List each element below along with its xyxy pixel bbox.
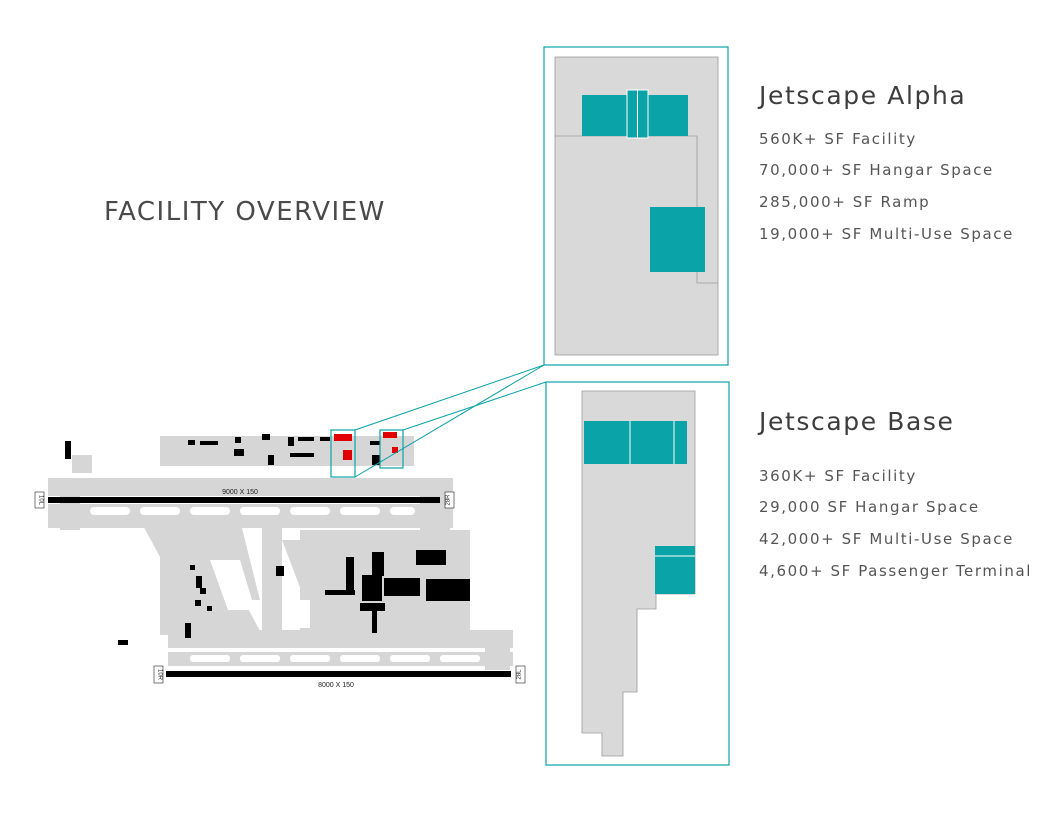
runway-end-sign-10r bbox=[153, 665, 164, 684]
south-runway bbox=[166, 671, 511, 677]
base-terminal bbox=[655, 546, 695, 594]
airfield-infield bbox=[90, 507, 480, 662]
alpha-connector-line-2 bbox=[354, 364, 545, 478]
base-stat-facility: 360K+ SF Facility bbox=[759, 467, 917, 485]
alpha-stat-multi-use: 19,000+ SF Multi-Use Space bbox=[759, 225, 1014, 243]
alpha-stat-hangar: 70,000+ SF Hangar Space bbox=[759, 161, 994, 179]
runway-end-10l: 10L bbox=[38, 495, 44, 506]
runway-end-sign-28l bbox=[515, 665, 526, 684]
base-hangar-1 bbox=[584, 421, 687, 464]
base-stat-terminal: 4,600+ SF Passenger Terminal bbox=[759, 562, 1033, 580]
north-runway bbox=[48, 497, 440, 503]
base-site-plan bbox=[545, 381, 730, 766]
alpha-stat-ramp: 285,000+ SF Ramp bbox=[759, 193, 931, 211]
airfield-buildings bbox=[65, 434, 470, 645]
base-heading: Jetscape Base bbox=[759, 407, 955, 436]
north-runway-label: 9000 X 150 bbox=[222, 489, 258, 496]
base-connector-line bbox=[402, 381, 547, 431]
airport-map: 9000 X 150 10L 28R 8000 X 150 10R 28L bbox=[34, 364, 547, 689]
alpha-connector-line bbox=[354, 364, 545, 431]
alpha-heading: Jetscape Alpha bbox=[759, 81, 967, 110]
runway-end-28r: 28R bbox=[446, 494, 452, 506]
base-stat-hangar: 29,000 SF Hangar Space bbox=[759, 498, 980, 516]
alpha-hangar-2 bbox=[650, 207, 705, 272]
runway-end-10r: 10R bbox=[157, 669, 163, 681]
highlighted-buildings bbox=[334, 432, 398, 460]
alpha-stat-facility: 560K+ SF Facility bbox=[759, 130, 917, 148]
runway-end-28l: 28L bbox=[517, 669, 523, 680]
runway-end-sign-10l bbox=[34, 491, 45, 509]
runway-end-sign-28r bbox=[444, 491, 455, 509]
alpha-site-plan bbox=[543, 46, 729, 366]
base-stat-multi-use: 42,000+ SF Multi-Use Space bbox=[759, 530, 1014, 548]
south-runway-label: 8000 X 150 bbox=[318, 682, 354, 689]
page-title: FACILITY OVERVIEW bbox=[104, 197, 386, 227]
alpha-locator-box bbox=[330, 429, 356, 478]
